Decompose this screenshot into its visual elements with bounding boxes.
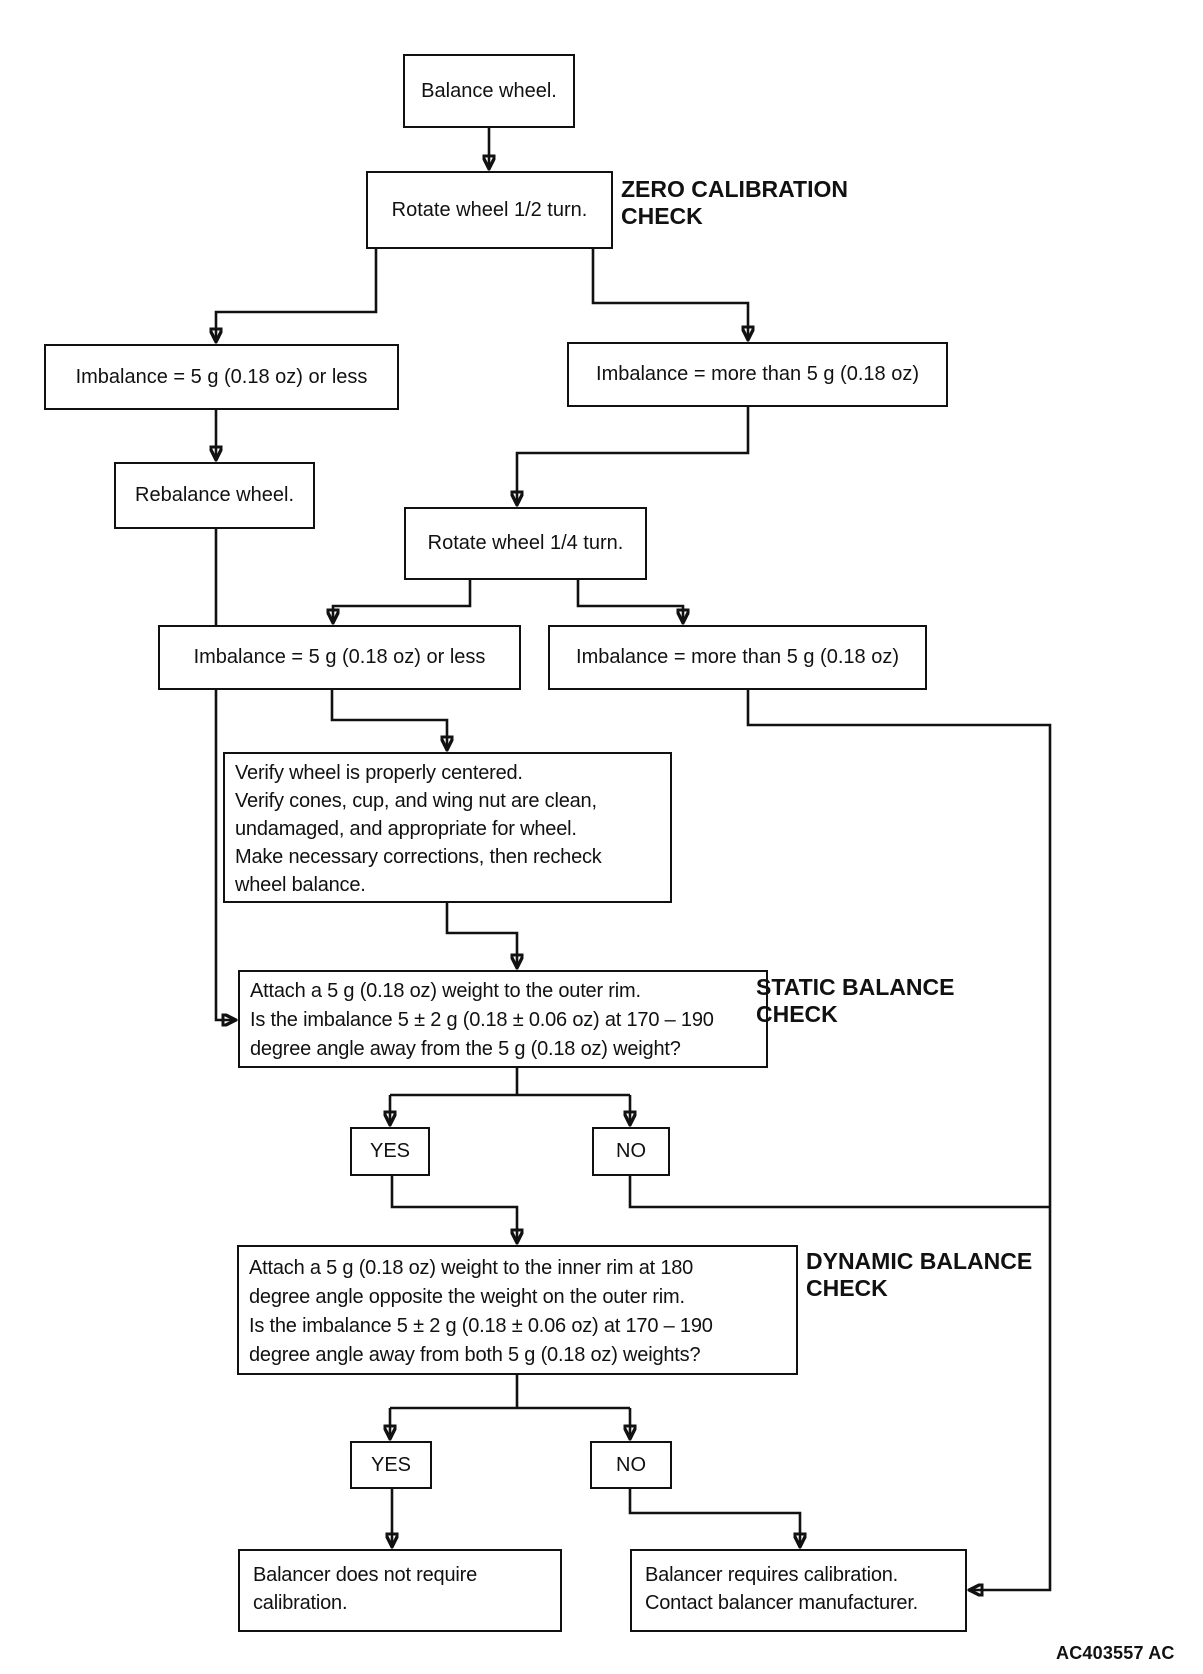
node-dynamic-balance-question: Attach a 5 g (0.18 oz) weight to the inn… — [237, 1245, 798, 1375]
node-balancer-needs-calibration: Balancer requires calibration. Contact b… — [630, 1549, 967, 1632]
node-rotate-half-turn: Rotate wheel 1/2 turn. — [366, 171, 613, 249]
node-rotate-quarter-turn: Rotate wheel 1/4 turn. — [404, 507, 647, 580]
node-yes-dynamic: YES — [350, 1441, 432, 1489]
label-static-balance-check: STATIC BALANCE CHECK — [756, 974, 955, 1027]
node-static-balance-question: Attach a 5 g (0.18 oz) weight to the out… — [238, 970, 768, 1068]
node-rebalance-wheel: Rebalance wheel. — [114, 462, 315, 529]
node-yes-static: YES — [350, 1127, 430, 1176]
label-zero-calibration-check: ZERO CALIBRATION CHECK — [621, 176, 849, 229]
node-imbalance-more-1: Imbalance = more than 5 g (0.18 oz) — [567, 342, 948, 407]
node-balancer-ok: Balancer does not require calibration. — [238, 1549, 562, 1632]
node-imbalance-less-2: Imbalance = 5 g (0.18 oz) or less — [158, 625, 521, 690]
figure-code: AC403557 AC — [1056, 1643, 1175, 1663]
node-no-static: NO — [592, 1127, 670, 1176]
label-dynamic-balance-check: DYNAMIC BALANCE CHECK — [806, 1248, 1033, 1301]
node-imbalance-less-1: Imbalance = 5 g (0.18 oz) or less — [44, 344, 399, 410]
node-no-dynamic: NO — [590, 1441, 672, 1489]
node-imbalance-more-2: Imbalance = more than 5 g (0.18 oz) — [548, 625, 927, 690]
node-balance-wheel: Balance wheel. — [403, 54, 575, 128]
node-verify-wheel: Verify wheel is properly centered. Verif… — [223, 752, 672, 903]
